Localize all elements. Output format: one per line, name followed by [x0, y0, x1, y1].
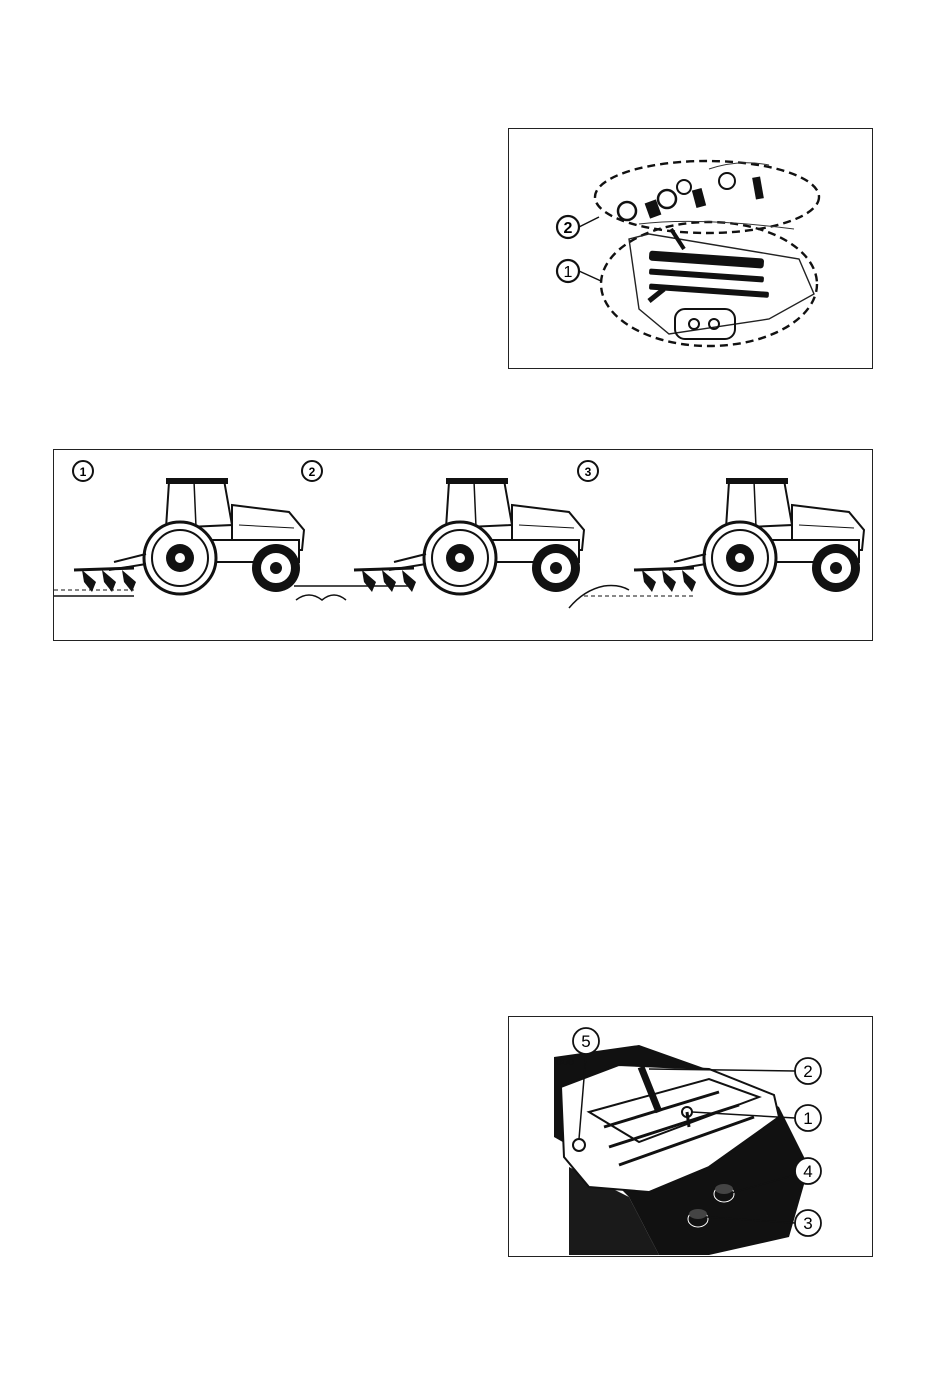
- panel-marks: ooo: [556, 1056, 574, 1068]
- callout-3-label: 3: [803, 1214, 812, 1233]
- controls-illustration: 2 1: [509, 129, 871, 367]
- callout-1-label: 1: [564, 264, 573, 281]
- callout-2-label: 2: [803, 1062, 812, 1081]
- console-illustration: ooo 5 2 1 4 3: [509, 1017, 871, 1255]
- mode-3-label: 3: [585, 465, 592, 479]
- callout-1-label: 1: [803, 1109, 812, 1128]
- callout-5-label: 5: [581, 1032, 590, 1051]
- mode-2-tractor: [294, 478, 584, 600]
- callout-4-label: 4: [803, 1162, 812, 1181]
- modes-illustration: 1 2 3: [54, 450, 871, 639]
- console-figure: ooo 5 2 1 4 3: [508, 1016, 873, 1257]
- mode-1-tractor: [54, 478, 304, 596]
- plowing-modes-figure: 1 2 3: [53, 449, 873, 641]
- mode-1-label: 1: [80, 465, 87, 479]
- mode-3-tractor: [569, 478, 864, 608]
- hydraulic-controls-figure: 2 1: [508, 128, 873, 369]
- callout-2-label: 2: [564, 220, 573, 237]
- mode-2-label: 2: [309, 465, 316, 479]
